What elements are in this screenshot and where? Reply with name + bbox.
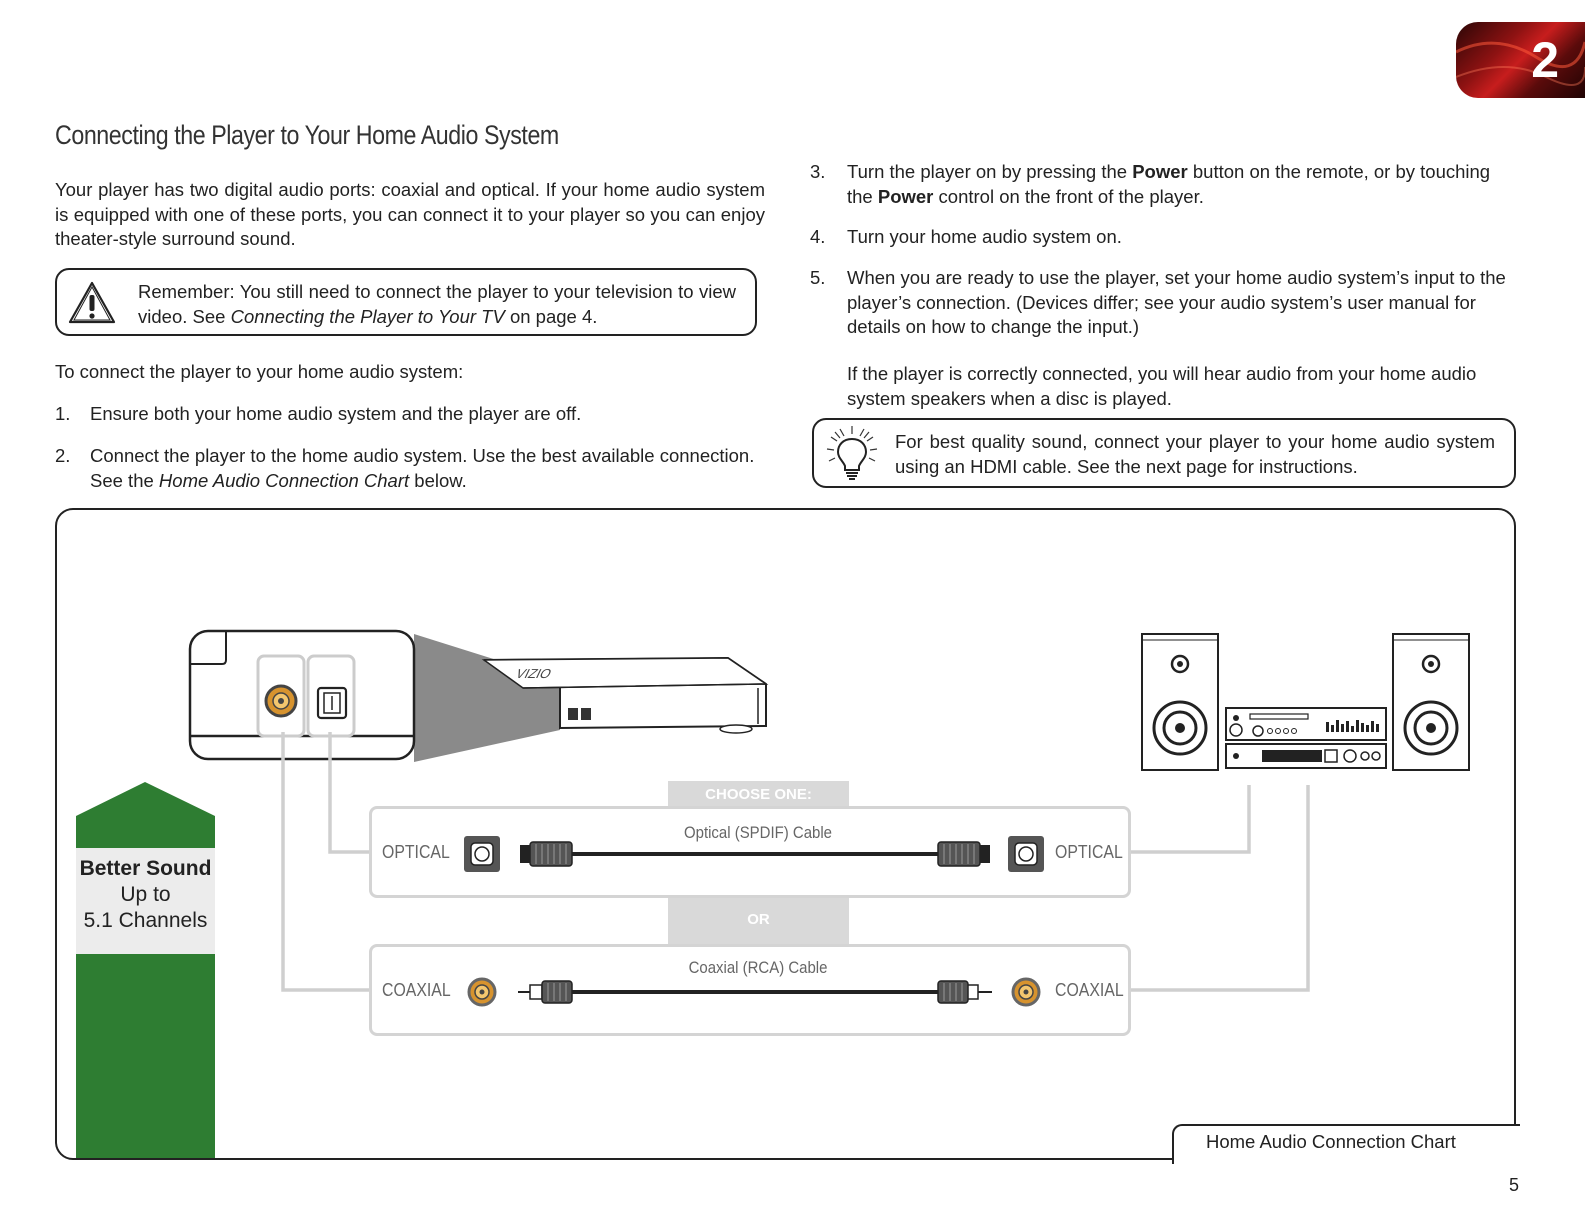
optical-cable-label: Optical (SPDIF) Cable [683, 823, 832, 842]
step-number: 4. [810, 226, 826, 247]
step-number: 1. [55, 403, 71, 424]
note-text-before: Remember: You still need to connect the … [138, 281, 736, 327]
chart-reference: Home Audio Connection Chart [158, 469, 410, 491]
chapter-number: 2 [1531, 32, 1559, 88]
choose-one-tab: CHOOSE ONE: [668, 781, 849, 808]
step-number: 5. [810, 267, 826, 288]
step-text-part: control on the front of the player. [933, 185, 1204, 207]
optical-left-label: OPTICAL [382, 842, 450, 862]
svg-text:VIZIO: VIZIO [513, 667, 554, 681]
connection-lines [270, 730, 1320, 1005]
step-text: Turn the player on by pressing the Power… [847, 160, 1510, 209]
step-2: 2. Connect the player to the home audio … [55, 444, 765, 493]
lightbulb-icon [824, 424, 880, 489]
home-audio-system-illustration [1140, 630, 1472, 777]
quality-channels: 5.1 Channels [83, 909, 208, 932]
warning-icon [67, 280, 117, 331]
step-1: 1. Ensure both your home audio system an… [55, 402, 765, 427]
tip-text: For best quality sound, connect your pla… [895, 431, 1495, 477]
optical-port-icon-right [1008, 836, 1044, 872]
page-title: Connecting the Player to Your Home Audio… [55, 120, 559, 150]
step-4: 4. Turn your home audio system on. [810, 225, 1510, 250]
optical-port-icon [464, 836, 500, 872]
note-box [55, 268, 757, 336]
power-term: Power [1132, 161, 1188, 182]
coaxial-port-icon [467, 977, 497, 1007]
power-term: Power [877, 185, 934, 207]
optical-cable-illustration [460, 832, 1050, 881]
note-text-after: on page 4. [504, 305, 598, 327]
quality-arrow [76, 782, 215, 1158]
step-number: 3. [810, 161, 826, 182]
chart-caption: Home Audio Connection Chart [1206, 1131, 1456, 1152]
chapter-tab-texture [1456, 41, 1585, 86]
result-paragraph: If the player is correctly connected, yo… [847, 363, 1477, 409]
page-number: 5 [1509, 1175, 1520, 1195]
step-text: Connect the player to the home audio sys… [90, 444, 765, 493]
chart-caption-tab [1172, 1124, 1520, 1164]
or-tab: OR [668, 896, 849, 944]
step-number: 2. [55, 445, 71, 466]
step-text-part: Turn the player on by pressing the [847, 161, 1133, 182]
note-text: Remember: You still need to connect the … [138, 280, 736, 329]
step-text-part: Connect the player to the home audio sys… [90, 445, 755, 491]
steps-lead: To connect the player to your home audio… [55, 361, 464, 382]
coaxial-cable-illustration [460, 970, 1050, 1019]
note-reference: Connecting the Player to Your TV [230, 305, 505, 327]
optical-right-label: OPTICAL [1055, 842, 1123, 862]
coaxial-port-icon-right [1011, 977, 1041, 1007]
quality-label: Better Sound Up to 5.1 Channels [76, 848, 215, 954]
quality-title: Better Sound [79, 857, 212, 880]
step-5: 5. When you are ready to use the player,… [810, 266, 1510, 340]
coaxial-cable-label: Coaxial (RCA) Cable [688, 958, 828, 977]
step-text-part: button on the remote, or by touching the [847, 161, 1491, 207]
player-illustration: VIZIO [188, 628, 778, 773]
tip-box [812, 418, 1516, 488]
quality-subtitle: Up to [120, 883, 171, 906]
coaxial-right-label: COAXIAL [1055, 980, 1124, 1000]
step-text: When you are ready to use the player, se… [847, 267, 1506, 337]
step-3: 3. Turn the player on by pressing the Po… [810, 160, 1510, 209]
step-text-part: below. [409, 469, 467, 491]
step-text: Ensure both your home audio system and t… [90, 403, 582, 424]
step-text: Turn your home audio system on. [847, 226, 1122, 247]
coaxial-left-label: COAXIAL [382, 980, 451, 1000]
intro-paragraph: Your player has two digital audio ports:… [55, 179, 765, 249]
connection-chart [55, 508, 1516, 1160]
chapter-tab: 2 [1456, 22, 1585, 98]
